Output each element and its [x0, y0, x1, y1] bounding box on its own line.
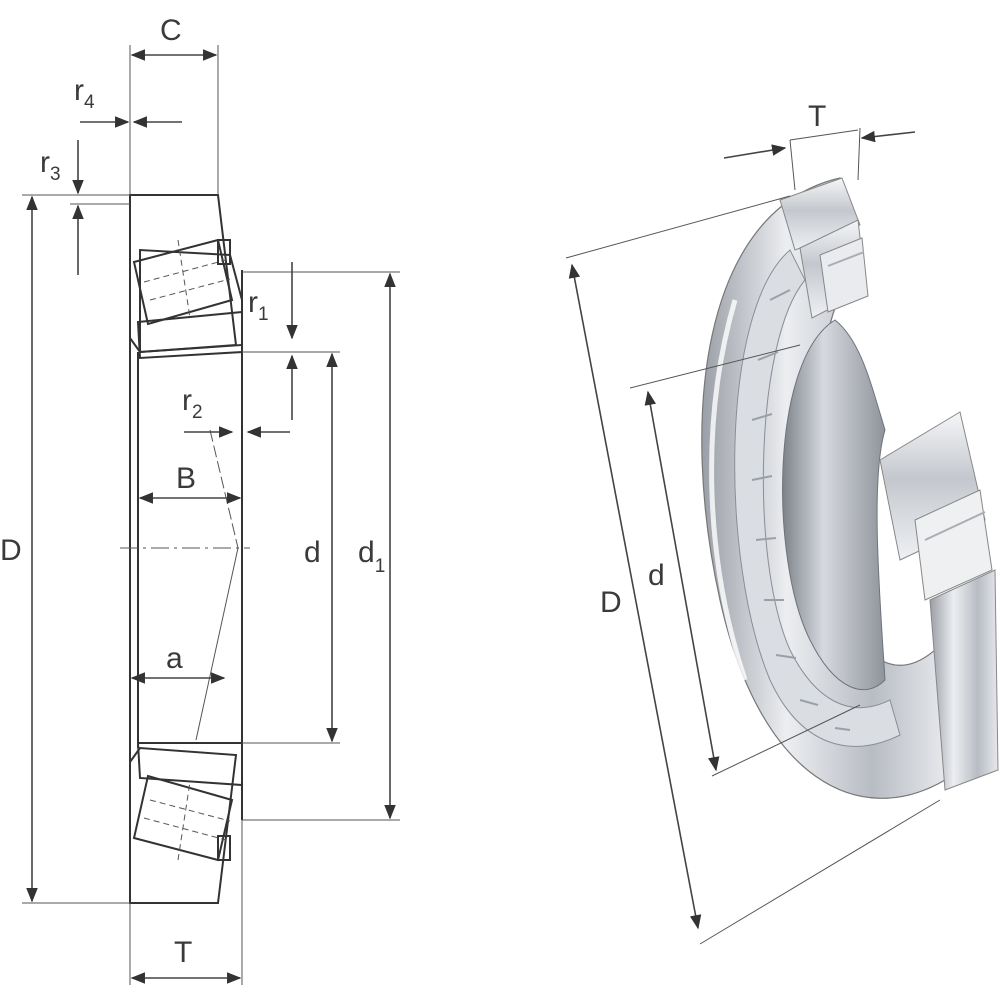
label-D: D — [0, 534, 22, 567]
label-d: d — [304, 536, 321, 569]
inner-ring-top-section — [139, 248, 243, 354]
label-C: C — [160, 14, 182, 47]
roller-bottom-section — [132, 774, 234, 862]
label-B: B — [176, 462, 196, 495]
roller-top-section — [132, 238, 234, 326]
roller-cut-top — [819, 237, 869, 313]
label-T-3d: T — [808, 100, 826, 133]
label-r1: r1 — [248, 286, 269, 325]
inner-ring-cut-bottom — [929, 569, 999, 791]
label-D-3d: D — [600, 586, 622, 619]
rollers-3d — [751, 289, 851, 731]
inner-bore-3d — [782, 319, 886, 690]
roller-ring-3d — [734, 249, 901, 747]
section-view: C r4 r3 D r1 r2 B d d1 a — [0, 14, 400, 985]
label-a: a — [166, 642, 183, 675]
label-r2: r2 — [182, 384, 203, 423]
label-d1: d1 — [358, 536, 385, 577]
label-d-3d: d — [648, 559, 665, 592]
label-T: T — [174, 936, 192, 969]
label-r3: r3 — [40, 146, 61, 185]
label-r4: r4 — [74, 74, 95, 113]
perspective-view: T D d — [565, 100, 999, 945]
